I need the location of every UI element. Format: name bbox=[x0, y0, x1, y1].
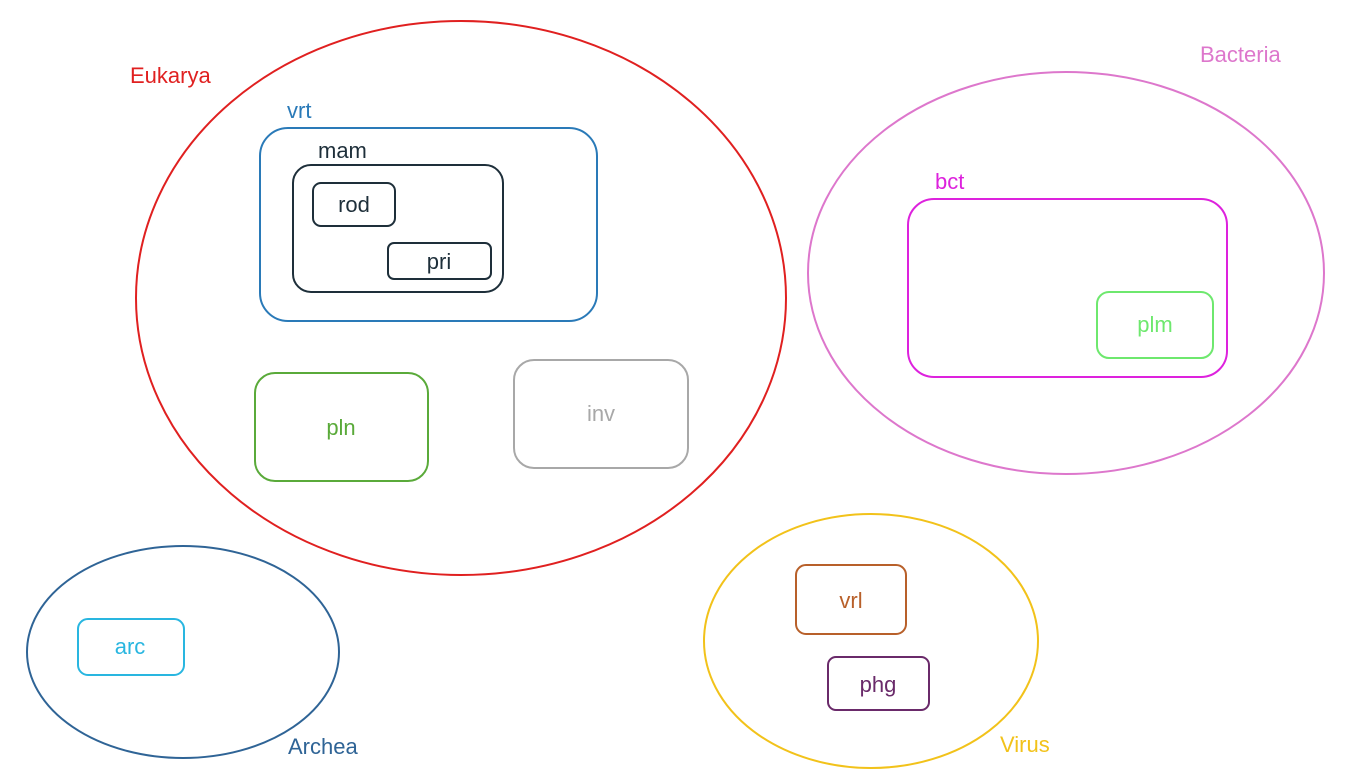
bacteria-label: Bacteria bbox=[1200, 42, 1281, 67]
inv-box-group: inv bbox=[513, 359, 689, 469]
phg-box-group: phg bbox=[827, 656, 930, 711]
arc-box bbox=[77, 618, 185, 676]
rod-box-group: rod bbox=[312, 182, 396, 227]
arc-label: arc bbox=[115, 634, 146, 659]
phg-box bbox=[827, 656, 930, 711]
archea-label: Archea bbox=[288, 734, 358, 759]
plm-label: plm bbox=[1137, 312, 1172, 337]
bacteria-ellipse bbox=[807, 71, 1325, 475]
bct-box bbox=[907, 198, 1228, 378]
plm-box-group: plm bbox=[1096, 291, 1214, 359]
bct-box-group: bct bbox=[907, 169, 1228, 378]
rod-box bbox=[312, 182, 396, 227]
archea-ellipse bbox=[26, 545, 340, 759]
vrt-box bbox=[259, 127, 598, 322]
mam-box bbox=[292, 164, 504, 293]
pri-box bbox=[387, 242, 492, 280]
vrt-label: vrt bbox=[287, 98, 311, 123]
pri-label: pri bbox=[427, 249, 451, 274]
eukarya-label: Eukarya bbox=[130, 63, 211, 88]
inv-box bbox=[513, 359, 689, 469]
arc-box-group: arc bbox=[77, 618, 185, 676]
vrl-box-group: vrl bbox=[795, 564, 907, 635]
inv-label: inv bbox=[587, 401, 615, 426]
phg-label: phg bbox=[860, 672, 897, 697]
archea-group: Archea bbox=[26, 545, 358, 759]
pln-label: pln bbox=[326, 415, 355, 440]
eukarya-group: Eukarya bbox=[130, 20, 787, 576]
bacteria-group: Bacteria bbox=[807, 42, 1325, 475]
vrl-label: vrl bbox=[839, 588, 862, 613]
plm-box bbox=[1096, 291, 1214, 359]
virus-group: Virus bbox=[703, 513, 1050, 769]
vrt-box-group: vrt bbox=[259, 98, 598, 322]
virus-ellipse bbox=[703, 513, 1039, 769]
rod-label: rod bbox=[338, 192, 370, 217]
pln-box bbox=[254, 372, 429, 482]
pln-box-group: pln bbox=[254, 372, 429, 482]
mam-label: mam bbox=[318, 138, 367, 163]
pri-box-group: pri bbox=[387, 242, 492, 280]
mam-box-group: mam bbox=[292, 138, 504, 293]
bct-label: bct bbox=[935, 169, 964, 194]
eukarya-ellipse bbox=[135, 20, 787, 576]
vrl-box bbox=[795, 564, 907, 635]
virus-label: Virus bbox=[1000, 732, 1050, 757]
